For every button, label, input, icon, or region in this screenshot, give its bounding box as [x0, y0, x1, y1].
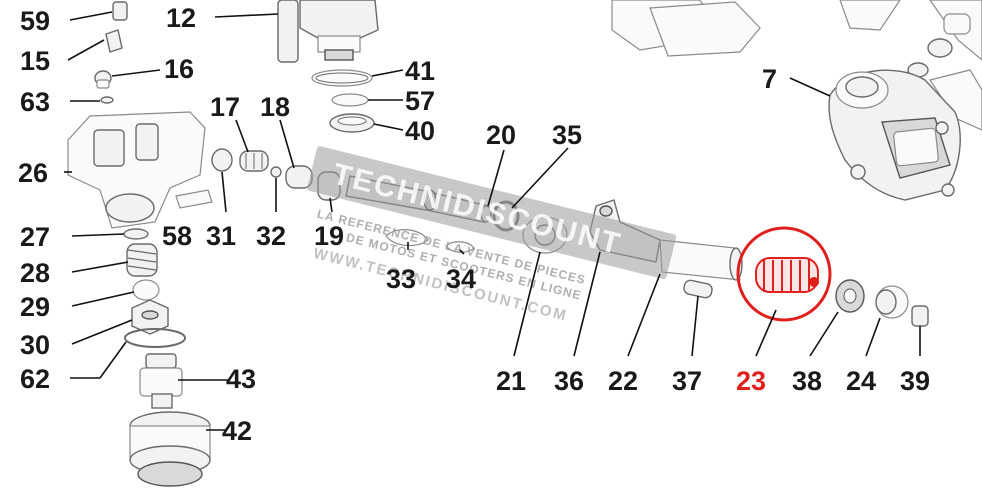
- label-41: 41: [405, 56, 435, 86]
- label-16: 16: [164, 54, 194, 84]
- part-38-washer: [835, 279, 865, 313]
- label-34: 34: [446, 264, 476, 294]
- part-63-washer: [100, 96, 114, 104]
- label-21: 21: [496, 366, 526, 396]
- label-19: 19: [314, 221, 344, 251]
- label-15: 15: [20, 46, 50, 76]
- label-7: 7: [762, 64, 777, 94]
- engine-housing-drawing: [611, 0, 982, 131]
- label-23: 23: [736, 366, 766, 396]
- label-29: 29: [20, 292, 50, 322]
- part-32-washer: [270, 166, 282, 178]
- part-58-gasket: [175, 189, 213, 209]
- label-39: 39: [900, 366, 930, 396]
- part-27-washer: [123, 228, 149, 240]
- label-24: 24: [846, 366, 876, 396]
- part-12-valve-body: [277, 0, 379, 63]
- part-37-pin: [683, 279, 713, 299]
- part-34-clip: [445, 241, 475, 253]
- label-20: 20: [486, 120, 516, 150]
- part-29-ring: [132, 279, 160, 301]
- label-12: 12: [166, 3, 196, 33]
- label-35: 35: [552, 120, 582, 150]
- label-31: 31: [206, 221, 236, 251]
- part-62-o-ring: [124, 328, 186, 348]
- part-31-ball: [211, 148, 233, 172]
- part-39-screw: [911, 305, 929, 327]
- watermark: TECHNIDISCOUNT LA REFERENCE DE LA VENTE …: [307, 146, 677, 325]
- part-57-washer: [331, 93, 369, 107]
- part-43-nozzle: [139, 353, 183, 409]
- label-22: 22: [608, 366, 638, 396]
- label-57: 57: [405, 86, 435, 116]
- part-33-clip: [385, 229, 429, 247]
- label-40: 40: [405, 116, 435, 146]
- part-28-spring: [126, 243, 158, 277]
- part-40-seal: [329, 113, 375, 133]
- part-7-filter-housing: [828, 69, 961, 201]
- label-28: 28: [20, 258, 50, 288]
- label-58: 58: [162, 221, 192, 251]
- part-16-bolt: [94, 70, 112, 89]
- label-38: 38: [792, 366, 822, 396]
- label-32: 32: [256, 221, 286, 251]
- part-22-pipe: [659, 239, 743, 281]
- label-59: 59: [20, 6, 50, 36]
- label-33: 33: [386, 264, 416, 294]
- part-59-screw: [112, 1, 128, 21]
- part-24-plug: [875, 285, 909, 319]
- part-15-pin: [105, 29, 123, 53]
- part-41-o-ring: [311, 69, 373, 87]
- label-43: 43: [226, 364, 256, 394]
- leader-lines: [64, 11, 921, 431]
- label-18: 18: [260, 92, 290, 122]
- part-30-nut: [131, 299, 169, 335]
- label-17: 17: [210, 92, 240, 122]
- part-42-base: [129, 411, 211, 487]
- part-17-sleeve: [239, 150, 269, 172]
- label-26: 26: [18, 158, 48, 188]
- part-26-pump-body: [67, 111, 206, 229]
- label-62: 62: [20, 364, 50, 394]
- label-27: 27: [20, 222, 50, 252]
- label-63: 63: [20, 87, 50, 117]
- label-37: 37: [672, 366, 702, 396]
- part-labels: 59 15 16 63 12 41 57 40 7 17 18 20 35 26…: [18, 3, 930, 446]
- label-42: 42: [222, 416, 252, 446]
- label-30: 30: [20, 330, 50, 360]
- label-36: 36: [554, 366, 584, 396]
- part-23-spring: [736, 226, 832, 322]
